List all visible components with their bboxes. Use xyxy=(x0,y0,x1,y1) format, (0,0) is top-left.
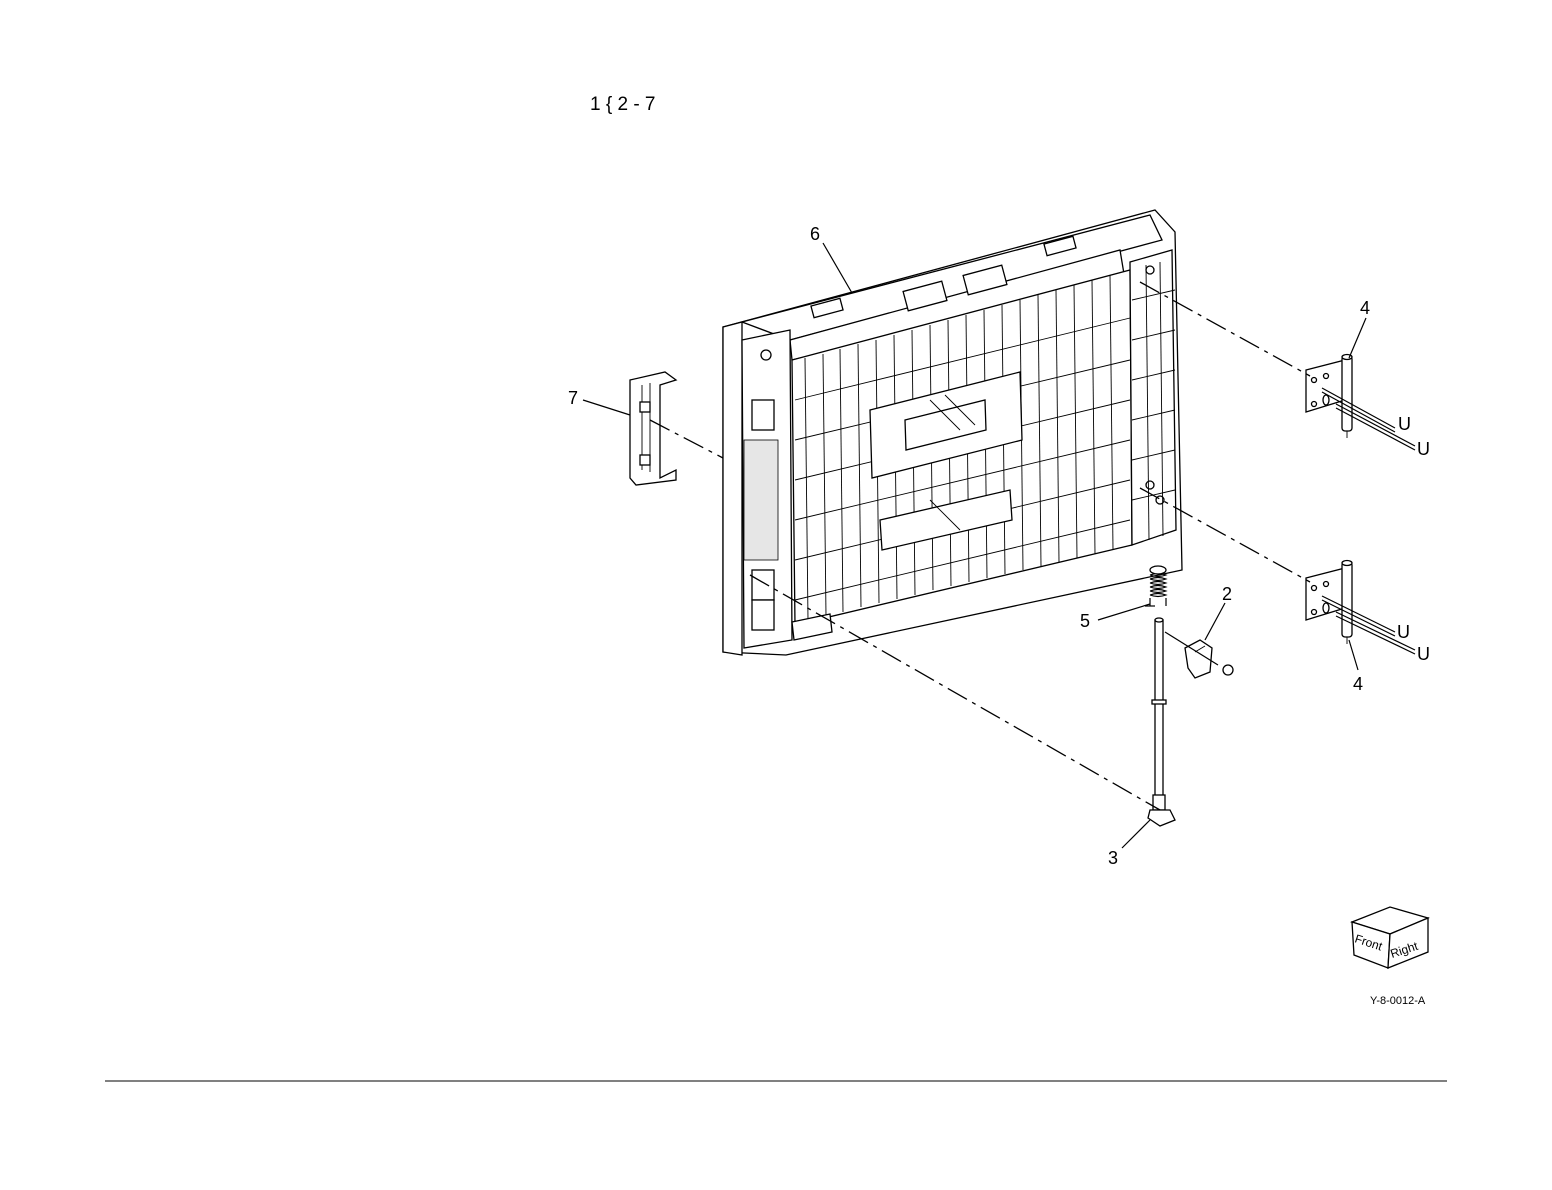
callout-3: 3 xyxy=(1108,848,1118,868)
callout-6: 6 xyxy=(810,224,820,244)
callout-4-lower: 4 xyxy=(1353,674,1363,694)
cover-frame-assembly xyxy=(723,210,1182,655)
part-2-bracket xyxy=(1165,632,1233,678)
fastener-u-2: U xyxy=(1417,439,1430,459)
fastener-u-4: U xyxy=(1417,644,1430,664)
figure-id: Y-8-0012-A xyxy=(1370,995,1426,1007)
figure-range-label: 1 { 2 - 7 xyxy=(590,94,656,115)
part-4-hinge-lower xyxy=(1306,561,1352,645)
fastener-u-3: U xyxy=(1397,622,1410,642)
part-7-handle xyxy=(630,372,676,485)
callout-5: 5 xyxy=(1080,611,1090,631)
callout-2: 2 xyxy=(1222,584,1232,604)
orientation-cube: Front Right xyxy=(1352,907,1428,968)
callout-4-upper: 4 xyxy=(1360,298,1370,318)
callout-7: 7 xyxy=(568,388,578,408)
part-3-rod xyxy=(1148,618,1175,826)
fastener-u-1: U xyxy=(1398,414,1411,434)
